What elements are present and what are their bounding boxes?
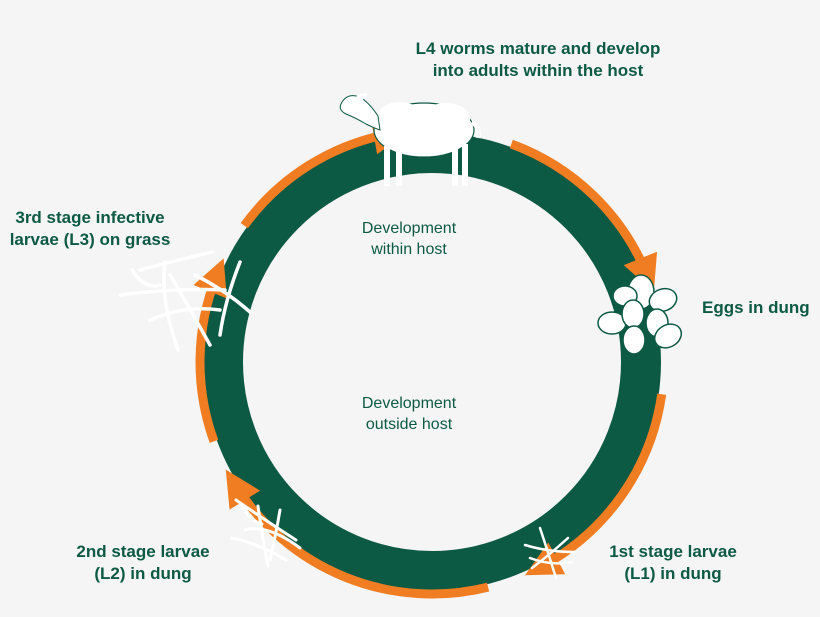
stage-eggs-line-1: Eggs in dung: [702, 298, 810, 317]
eggs-icon: [597, 274, 683, 355]
stage-l3-line-1: 3rd stage infective: [15, 208, 165, 227]
stage-l1-label: 1st stage larvae (L1) in dung: [593, 541, 753, 585]
stage-l4-label: L4 worms mature and develop into adults …: [388, 38, 688, 82]
stage-eggs-label: Eggs in dung: [702, 297, 820, 319]
stage-l2-line-1: 2nd stage larvae: [76, 542, 210, 561]
phase-within-line-1: Development: [361, 220, 457, 237]
larvae-l1-icon: [523, 526, 577, 580]
stage-l2-label: 2nd stage larvae (L2) in dung: [63, 541, 223, 585]
stage-l4-line-1: L4 worms mature and develop: [415, 39, 661, 58]
arrow-l3-to-host: [240, 118, 410, 229]
stage-l3-line-2: larvae (L3) on grass: [9, 230, 171, 250]
stage-l1-line-2: (L1) in dung: [624, 564, 722, 584]
stage-l4-line-2: into adults within the host: [432, 61, 644, 81]
phase-outside-host-label: Development outside host: [334, 394, 484, 436]
stage-l1-line-1: 1st stage larvae: [609, 542, 737, 561]
sheep-icon: [339, 92, 481, 186]
larvae-l3-icon: [118, 250, 252, 352]
lifecycle-ring: [203, 133, 661, 591]
phase-within-line-2: within host: [371, 240, 447, 258]
phase-within-host-label: Development within host: [334, 219, 484, 261]
stage-l3-label: 3rd stage infective larvae (L3) on grass: [0, 207, 180, 251]
stage-l2-line-2: (L2) in dung: [94, 564, 192, 584]
larvae-l2-icon: [230, 498, 302, 568]
phase-outside-line-1: Development: [361, 395, 457, 412]
phase-outside-line-2: outside host: [365, 415, 453, 433]
arrow-l2-to-l3: [193, 258, 227, 443]
arrow-host-to-eggs: [509, 139, 658, 292]
